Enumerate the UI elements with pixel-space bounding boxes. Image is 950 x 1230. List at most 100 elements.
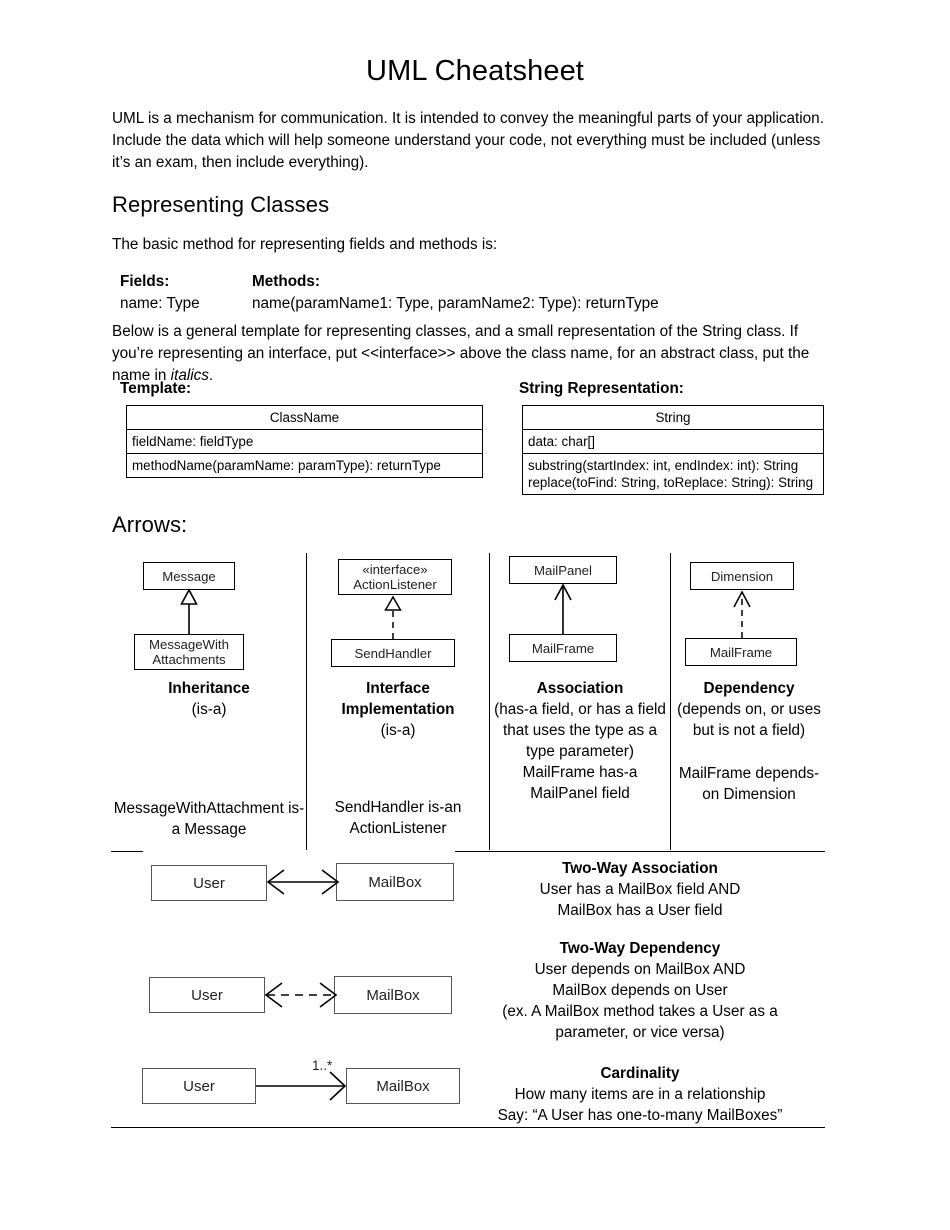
uml-node-right: MailBox bbox=[336, 863, 454, 901]
interface-implementation-arrow-icon bbox=[384, 595, 402, 639]
column-title-line2: Implementation bbox=[341, 701, 455, 718]
column-divider-2 bbox=[489, 553, 490, 850]
column-example: MailFrame depends-on Dimension bbox=[678, 765, 820, 803]
relation-line: User has a MailBox field AND bbox=[539, 881, 741, 898]
column-example: SendHandler is-an ActionListener bbox=[334, 799, 462, 837]
uml-node-parent: Dimension bbox=[690, 562, 794, 590]
field-row: data: char[] bbox=[528, 434, 595, 449]
column-subtitle: (is-a) bbox=[191, 701, 227, 718]
fields-methods-table: Fields: Methods: name: Type name(paramNa… bbox=[120, 271, 659, 315]
inheritance-diagram: Message MessageWith Attachments bbox=[112, 556, 306, 672]
uml-node-child: MailFrame bbox=[509, 634, 617, 662]
class-name: ClassName bbox=[269, 410, 340, 425]
column-caption: Dependency (depends on, or uses but is n… bbox=[674, 678, 824, 741]
column-subtitle: (has-a field, or has a field that uses t… bbox=[494, 701, 666, 760]
fields-value: name: Type bbox=[120, 295, 200, 312]
relation-line: (ex. A MailBox method takes a User as a bbox=[502, 1003, 778, 1020]
relation-line: User depends on MailBox AND bbox=[534, 961, 746, 978]
dependency-diagram: Dimension MailFrame bbox=[674, 556, 824, 672]
relation-line: MailBox has a User field bbox=[557, 902, 723, 919]
arrow-column-association: MailPanel MailFrame Association (has-a f… bbox=[493, 556, 667, 804]
interface-implementation-diagram: «interface» ActionListener SendHandler bbox=[310, 556, 486, 672]
fields-methods-header-row: Fields: Methods: bbox=[120, 271, 659, 293]
inheritance-arrow-icon bbox=[180, 588, 198, 634]
methods-value: name(paramName1: Type, paramName2: Type)… bbox=[252, 295, 659, 312]
template-paragraph-part2: . bbox=[208, 367, 214, 384]
relation-line: How many items are in a relationship bbox=[514, 1086, 766, 1103]
cardinality-arrow-icon bbox=[256, 1071, 347, 1101]
class-methods: methodName(paramName: paramType): return… bbox=[127, 453, 482, 477]
column-caption: Interface Implementation (is-a) bbox=[310, 678, 486, 741]
column-title: Inheritance bbox=[168, 680, 250, 697]
template-paragraph-part1: Below is a general template for represen… bbox=[112, 323, 810, 384]
template-paragraph-italics: italics bbox=[170, 367, 209, 384]
uml-node-child: SendHandler bbox=[331, 639, 455, 667]
class-fields: fieldName: fieldType bbox=[127, 429, 482, 453]
uml-node-left: User bbox=[149, 977, 265, 1013]
class-methods: substring(startIndex: int, endIndex: int… bbox=[523, 453, 823, 494]
column-subtitle: (is-a) bbox=[380, 722, 416, 739]
method-row: methodName(paramName: paramType): return… bbox=[132, 458, 441, 473]
column-divider-3 bbox=[670, 553, 671, 850]
cardinality-label: 1..* bbox=[312, 1058, 333, 1073]
column-example: MailFrame has-a MailPanel field bbox=[522, 764, 638, 802]
association-diagram: MailPanel MailFrame bbox=[493, 556, 667, 672]
uml-node-left: User bbox=[142, 1068, 256, 1104]
column-title-line1: Interface bbox=[366, 680, 430, 697]
relation-text: Two-Way Association User has a MailBox f… bbox=[455, 858, 825, 921]
page-title: UML Cheatsheet bbox=[366, 55, 584, 87]
rule-left-short bbox=[111, 851, 143, 852]
uml-node-parent-interface: «interface» ActionListener bbox=[338, 559, 452, 595]
uml-node-child-line2: Attachments bbox=[152, 652, 226, 667]
arrow-column-interface-implementation: «interface» ActionListener SendHandler I… bbox=[310, 556, 486, 839]
column-divider-1 bbox=[306, 553, 307, 850]
uml-node-child: MessageWith Attachments bbox=[134, 634, 244, 670]
column-subtitle: (depends on, or uses but is not a field) bbox=[677, 701, 821, 739]
uml-class-box-template: ClassName fieldName: fieldType methodNam… bbox=[126, 405, 483, 478]
relation-text: Two-Way Dependency User depends on MailB… bbox=[455, 938, 825, 1043]
class-name: String bbox=[655, 410, 691, 425]
uml-node-left: User bbox=[151, 865, 267, 901]
two-way-dependency-arrow-icon bbox=[264, 982, 338, 1008]
rule-mid bbox=[455, 851, 825, 852]
column-caption: Inheritance (is-a) bbox=[112, 678, 306, 720]
intro-paragraph: UML is a mechanism for communication. It… bbox=[112, 110, 824, 171]
relation-title: Two-Way Association bbox=[562, 860, 718, 877]
methods-header: Methods: bbox=[252, 273, 320, 290]
uml-node-child-line1: MessageWith bbox=[149, 637, 229, 652]
class-fields: data: char[] bbox=[523, 429, 823, 453]
string-box-caption: String Representation: bbox=[519, 380, 684, 397]
fields-methods-value-row: name: Type name(paramName1: Type, paramN… bbox=[120, 293, 659, 315]
method-row: replace(toFind: String, toReplace: Strin… bbox=[528, 475, 814, 490]
relation-text: Cardinality How many items are in a rela… bbox=[455, 1063, 825, 1126]
association-arrow-icon bbox=[554, 583, 572, 634]
column-title: Dependency bbox=[703, 680, 795, 697]
uml-node-right: MailBox bbox=[346, 1068, 460, 1104]
section-heading-arrows: Arrows: bbox=[112, 512, 188, 537]
fields-header: Fields: bbox=[120, 273, 170, 290]
method-row: substring(startIndex: int, endIndex: int… bbox=[528, 458, 799, 473]
column-caption: Association (has-a field, or has a field… bbox=[493, 678, 667, 762]
arrow-column-inheritance: Message MessageWith Attachments Inherita… bbox=[112, 556, 306, 840]
column-example: MessageWithAttachment is-a Message bbox=[113, 800, 305, 838]
template-box-caption: Template: bbox=[120, 380, 192, 397]
stereotype-label: «interface» bbox=[362, 562, 428, 577]
field-row: fieldName: fieldType bbox=[132, 434, 254, 449]
two-way-association-arrow-icon bbox=[266, 869, 340, 895]
rule-bottom bbox=[111, 1127, 825, 1128]
relation-line: Say: “A User has one-to-many MailBoxes” bbox=[497, 1107, 783, 1124]
column-title: Association bbox=[536, 680, 624, 697]
uml-node-parent: MailPanel bbox=[509, 556, 617, 584]
dependency-arrow-icon bbox=[733, 590, 751, 638]
relation-line: MailBox depends on User bbox=[552, 982, 728, 999]
uml-node-right: MailBox bbox=[334, 976, 452, 1014]
representing-classes-lede: The basic method for representing fields… bbox=[112, 236, 498, 253]
relation-line: parameter, or vice versa) bbox=[555, 1024, 725, 1041]
template-paragraph: Below is a general template for represen… bbox=[112, 321, 838, 387]
section-heading-representing-classes: Representing Classes bbox=[112, 192, 330, 217]
uml-class-box-string: String data: char[] substring(startIndex… bbox=[522, 405, 824, 495]
relation-title: Two-Way Dependency bbox=[559, 940, 721, 957]
uml-node-parent-name: ActionListener bbox=[353, 577, 437, 592]
uml-node-child: MailFrame bbox=[685, 638, 797, 666]
